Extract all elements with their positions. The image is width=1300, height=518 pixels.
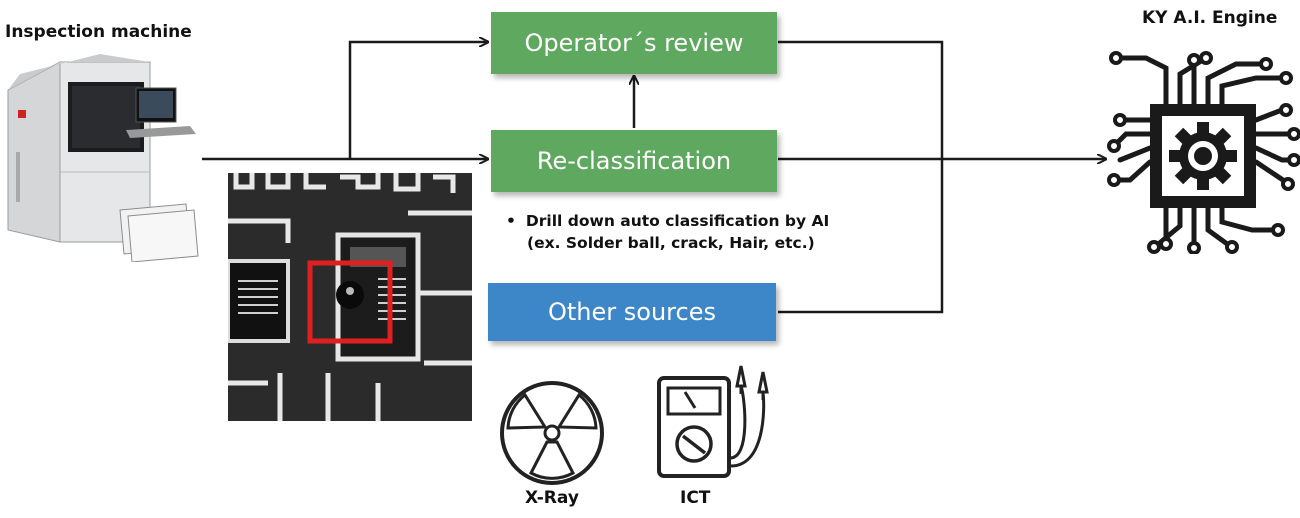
other-sources-box: Other sources [488, 283, 776, 341]
note-line-1: Drill down auto classification by AI [525, 212, 830, 230]
multimeter-icon [657, 365, 769, 478]
inspection-machine-icon [7, 54, 199, 262]
inspection-machine-label: Inspection machine [5, 22, 192, 42]
arrow-to-operator [348, 42, 488, 159]
pcb-defect-image [228, 173, 472, 421]
line-sources-to-merge [778, 159, 944, 314]
defect-highlight [307, 260, 393, 344]
line-operator-to-merge [778, 40, 944, 159]
ict-label: ICT [680, 488, 711, 508]
note-line-2: (ex. Solder ball, crack, Hair, etc.) [527, 234, 815, 252]
ai-chip-icon [1107, 51, 1300, 254]
bullet-dot: • [506, 212, 516, 230]
xray-label: X-Ray [525, 488, 579, 508]
engine-label: KY A.I. Engine [1142, 8, 1278, 28]
radiation-icon [500, 381, 604, 485]
reclassification-box: Re-classification [491, 130, 777, 192]
operator-review-box: Operator´s review [491, 12, 777, 74]
reclassification-note: • Drill down auto classification by AI (… [506, 210, 829, 254]
